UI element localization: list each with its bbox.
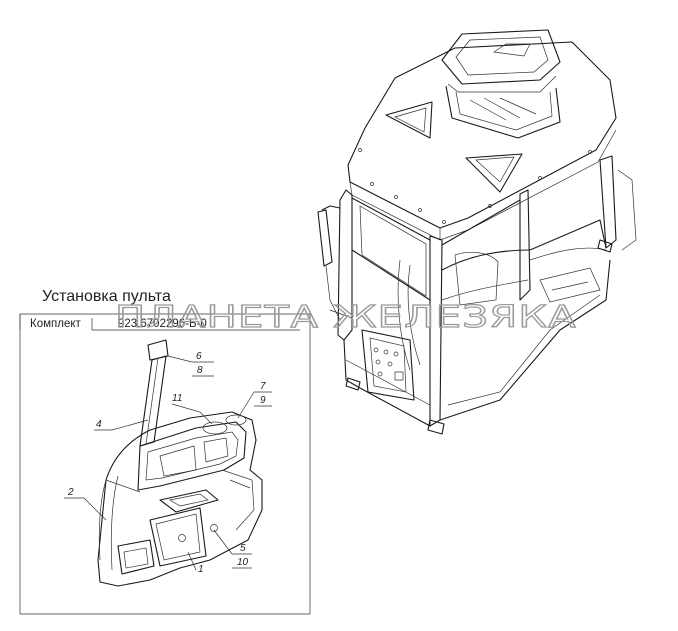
console-drawing (97, 339, 263, 587)
callout-labels: 6 8 7 9 11 4 2 5 10 1 (67, 351, 266, 575)
callout-5: 5 (240, 543, 246, 554)
kit-label: Комплект (30, 318, 81, 330)
callout-6: 6 (196, 351, 202, 362)
callout-1: 1 (198, 564, 204, 575)
callout-7: 7 (260, 381, 266, 392)
cab-drawing (317, 29, 637, 435)
watermark-text: ПЛАНЕТА ЖЕЛЕЗЯКА (115, 300, 577, 335)
callout-9: 9 (260, 395, 266, 406)
callout-4: 4 (96, 419, 102, 430)
callout-leaders (64, 355, 272, 571)
callout-8: 8 (197, 365, 203, 376)
inset-panel (19, 313, 311, 615)
callout-11: 11 (172, 393, 182, 404)
callout-10: 10 (237, 557, 249, 568)
kit-number: 923.6702296-Б-0 (118, 318, 207, 330)
inset-caption: Установка пульта (42, 288, 171, 305)
callout-2: 2 (67, 487, 74, 498)
